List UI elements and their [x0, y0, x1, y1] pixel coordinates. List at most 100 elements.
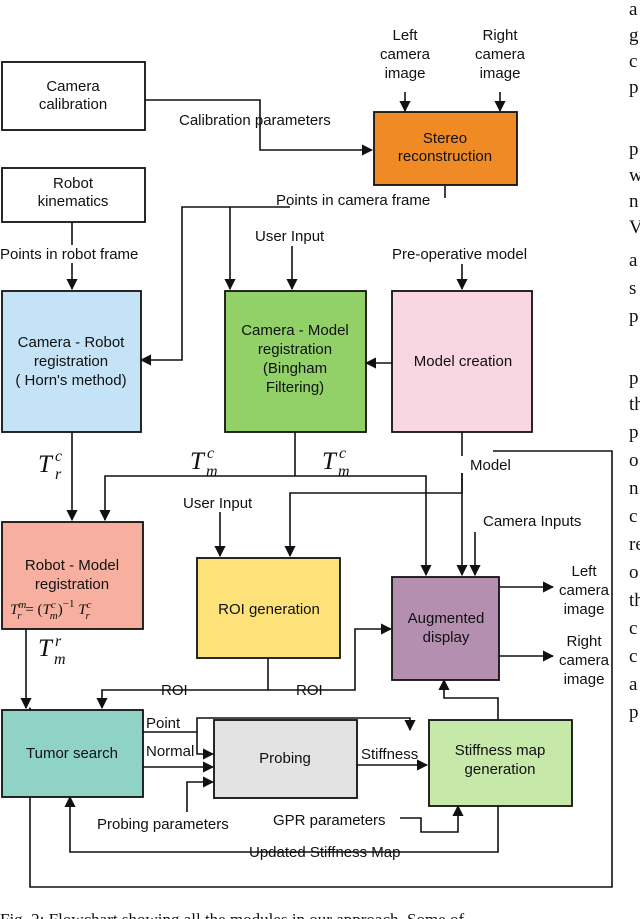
- side-text-line: n: [629, 191, 639, 212]
- roi-label-2: ROI: [296, 682, 323, 699]
- arrow-points-to-camera-robot: [139, 206, 290, 366]
- math-t-m-c-left: T c m: [190, 445, 218, 480]
- box-text: Camera calibration Robot kinematics Ster…: [15, 78, 545, 778]
- augmented-display-box: [391, 576, 500, 681]
- augmented-display-label-2: display: [423, 629, 470, 646]
- left-camera-image-out-1: Left: [571, 563, 597, 580]
- side-text-line: a: [629, 0, 638, 20]
- camera-inputs-label: Camera Inputs: [483, 513, 581, 530]
- right-camera-image-in-1: Right: [482, 27, 518, 44]
- arrow-camera-model-to-augmented: [295, 475, 432, 577]
- camera-calibration-label-1: Camera: [46, 78, 100, 95]
- side-text-line: th: [629, 590, 640, 611]
- roi-generation-box: [196, 557, 341, 659]
- left-camera-image-in-3: image: [385, 65, 426, 82]
- roi-generation-label: ROI generation: [218, 601, 320, 618]
- arrow-calibration-to-stereo: [145, 99, 374, 156]
- left-camera-image-in-2: camera: [380, 46, 431, 63]
- user-input-roi-label: User Input: [183, 495, 253, 512]
- arrow-camera-model-to-robot-model: [99, 475, 295, 522]
- user-input-top-label: User Input: [255, 228, 325, 245]
- camera-robot-label-3: ( Horn's method): [15, 372, 126, 389]
- arrow-roi-to-tumor: [96, 658, 269, 710]
- side-text-line: p: [629, 77, 639, 98]
- stereo-label-2: reconstruction: [398, 148, 492, 165]
- normal-label: Normal: [146, 743, 194, 760]
- side-text-line: p: [629, 422, 639, 443]
- math-t-r-c-sub: r: [55, 466, 62, 483]
- side-text-line: w: [629, 165, 640, 186]
- camera-model-label-1: Camera - Model: [241, 322, 349, 339]
- side-text-column: a g c p p w n V a s p p th p o n c re o …: [629, 0, 640, 723]
- math-t-m-c-right-base: T: [322, 448, 338, 475]
- camera-robot-label-2: registration: [34, 353, 108, 370]
- math-t-r-c-base: T: [38, 451, 54, 478]
- right-camera-image-out-1: Right: [566, 633, 602, 650]
- connectors: [20, 92, 613, 888]
- stiffness-map-label-2: generation: [465, 761, 536, 778]
- line-model-to-tumor-loop: [24, 450, 613, 888]
- side-text-line: th: [629, 394, 640, 415]
- side-text-line: re: [629, 534, 640, 555]
- math-t-m-c-left-base: T: [190, 448, 206, 475]
- right-camera-image-out-3: image: [564, 671, 605, 688]
- probing-box: [213, 719, 358, 799]
- side-text-line: c: [629, 646, 637, 667]
- roi-label-1: ROI: [161, 682, 188, 699]
- right-camera-image-out-2: camera: [559, 652, 610, 669]
- calibration-parameters-label: Calibration parameters: [179, 112, 331, 129]
- math-t-m-c-right-sup: c: [339, 445, 346, 462]
- stiffness-map-generation-box: [428, 719, 573, 807]
- math-t-m-c-right: T c m: [322, 445, 350, 480]
- robot-kinematics-label-2: kinematics: [38, 193, 109, 210]
- model-creation-box: [391, 290, 533, 433]
- side-text-line: o: [629, 450, 639, 471]
- camera-model-label-3: (Bingham: [263, 360, 327, 377]
- right-camera-image-in-3: image: [480, 65, 521, 82]
- edge-labels: Left camera image Right camera image Cal…: [0, 27, 610, 861]
- augmented-display-label-1: Augmented: [408, 610, 485, 627]
- arrow-model-to-roi: [284, 473, 463, 558]
- stiffness-map-label-1: Stiffness map: [455, 742, 546, 759]
- math-t-m-c-left-sub: m: [206, 463, 218, 480]
- side-text-line: p: [629, 306, 639, 327]
- tumor-search-box: [1, 709, 144, 798]
- tumor-search-label: Tumor search: [26, 745, 118, 762]
- side-text-line: p: [629, 368, 639, 389]
- left-camera-image-out-2: camera: [559, 582, 610, 599]
- math-t-r-c: T c r: [38, 448, 62, 483]
- camera-robot-registration-box: [1, 290, 142, 433]
- side-text-line: c: [629, 506, 637, 527]
- camera-model-label-4: Filtering): [266, 379, 324, 396]
- side-text-line: a: [629, 250, 638, 271]
- side-text-line: n: [629, 478, 639, 499]
- probing-label: Probing: [259, 750, 311, 767]
- side-text-line: p: [629, 702, 639, 723]
- arrow-stiffness-map-to-augmented: [438, 678, 499, 719]
- pre-operative-model-label: Pre-operative model: [392, 246, 527, 263]
- point-label: Point: [146, 715, 181, 732]
- stiffness-label: Stiffness: [361, 746, 418, 763]
- arrow-probing-params: [186, 776, 215, 812]
- figure-caption: Fig. 2: Flowchart showing all the module…: [0, 910, 464, 919]
- arrow-point-to-probing: [196, 732, 215, 760]
- robot-kinematics-label-1: Robot: [53, 175, 94, 192]
- robot-model-label-1: Robot - Model: [25, 557, 119, 574]
- math-t-m-c-right-sub: m: [338, 463, 350, 480]
- arrow-gpr-params: [400, 804, 464, 833]
- camera-calibration-box: [1, 61, 146, 131]
- arrow-updated-stiffness-to-tumor: [64, 795, 499, 853]
- boxes: [1, 61, 573, 807]
- model-label: Model: [470, 457, 511, 474]
- camera-robot-label-1: Camera - Robot: [18, 334, 126, 351]
- stereo-reconstruction-box: [373, 111, 518, 186]
- probing-parameters-label: Probing parameters: [97, 816, 229, 833]
- side-text-line: o: [629, 562, 639, 583]
- math-t-r-c-sup: c: [55, 448, 62, 465]
- math-t-m-r-base: T: [38, 635, 54, 662]
- math-t-m-r-sub: m: [54, 651, 66, 668]
- camera-calibration-label-2: calibration: [39, 96, 107, 113]
- points-in-robot-frame-label: Points in robot frame: [0, 246, 138, 263]
